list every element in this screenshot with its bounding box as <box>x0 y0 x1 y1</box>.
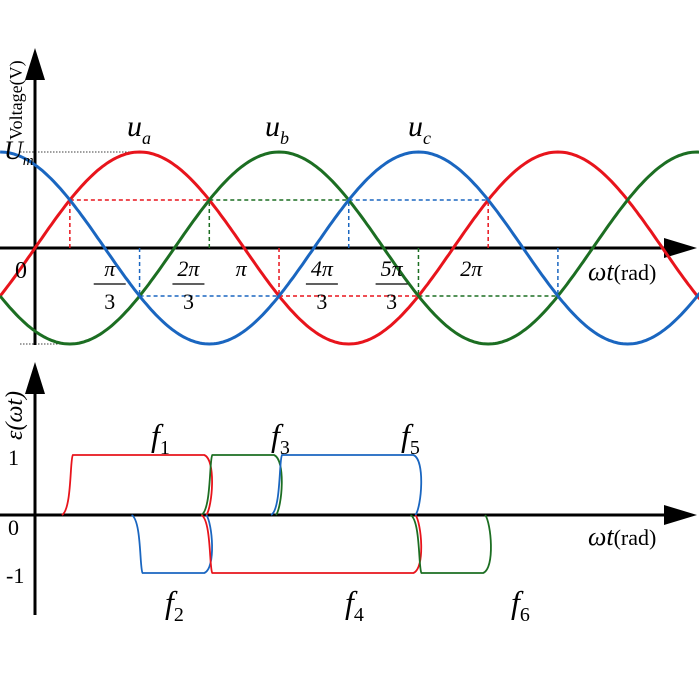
tick-label: 2π <box>460 256 483 281</box>
pulse-traces <box>61 454 492 574</box>
curve-labels: ua ub uc <box>127 110 431 148</box>
top-x-arrow <box>664 238 697 258</box>
tick-numerator: 2π <box>177 256 200 281</box>
pulse-f4 <box>200 514 423 574</box>
bottom-y-arrow <box>25 362 45 394</box>
tick-denominator: 3 <box>316 289 327 314</box>
tick-denominator: 3 <box>183 289 194 314</box>
tick-denominator: 3 <box>386 289 397 314</box>
bottom-ylabel: ε(ωt) <box>2 391 28 440</box>
tick-denominator: 3 <box>104 289 115 314</box>
pulse-f6 <box>409 514 492 574</box>
pulse-label-f6: f6 <box>511 584 530 626</box>
curve-label-ub: ub <box>265 110 289 148</box>
bottom-axes <box>0 362 697 615</box>
tick-numerator: 2π <box>460 256 483 281</box>
tick-label: π3 <box>93 256 126 314</box>
bottom-zero-label: 0 <box>8 515 19 540</box>
tick-label: 2π3 <box>172 256 205 314</box>
curve-ua <box>0 150 699 346</box>
tick-label: 4π3 <box>305 256 338 314</box>
pulse-f5 <box>270 454 423 516</box>
tick-numerator: π <box>104 256 116 281</box>
top-y-arrow <box>25 48 45 80</box>
pulse-label-f2: f2 <box>165 584 184 626</box>
tick-numerator: π <box>236 256 248 281</box>
top-zero-label: 0 <box>15 258 27 284</box>
tick-numerator: 5π <box>381 256 404 281</box>
bottom-one-label: 1 <box>8 445 19 470</box>
tick-label: 5π3 <box>375 256 408 314</box>
pulse-label-f3: f3 <box>271 417 290 459</box>
curve-label-ua: ua <box>127 110 151 148</box>
pulse-f3 <box>200 454 283 516</box>
pulse-f2 <box>130 514 213 574</box>
tick-numerator: 4π <box>311 256 334 281</box>
curve-ub <box>0 150 699 346</box>
bottom-neg-label: -1 <box>6 563 24 588</box>
pulse-f1 <box>61 454 213 516</box>
tick-label: π <box>236 256 248 281</box>
bottom-xlabel: ωt(rad) <box>588 522 656 551</box>
top-xlabel: ωt(rad) <box>588 257 656 286</box>
pulse-labels: f1 f2 f3 f4 f5 f6 <box>151 417 530 626</box>
curve-uc <box>0 150 699 346</box>
top-guide-lines <box>69 199 559 297</box>
top-ylabel: Voltage(V) <box>6 60 27 140</box>
top-curves <box>0 150 699 346</box>
um-label: Um <box>4 136 34 169</box>
curve-label-uc: uc <box>408 110 431 148</box>
bottom-x-arrow <box>664 505 697 525</box>
pulse-label-f5: f5 <box>401 417 420 459</box>
pulse-label-f4: f4 <box>345 584 364 626</box>
pulse-label-f1: f1 <box>151 417 170 459</box>
